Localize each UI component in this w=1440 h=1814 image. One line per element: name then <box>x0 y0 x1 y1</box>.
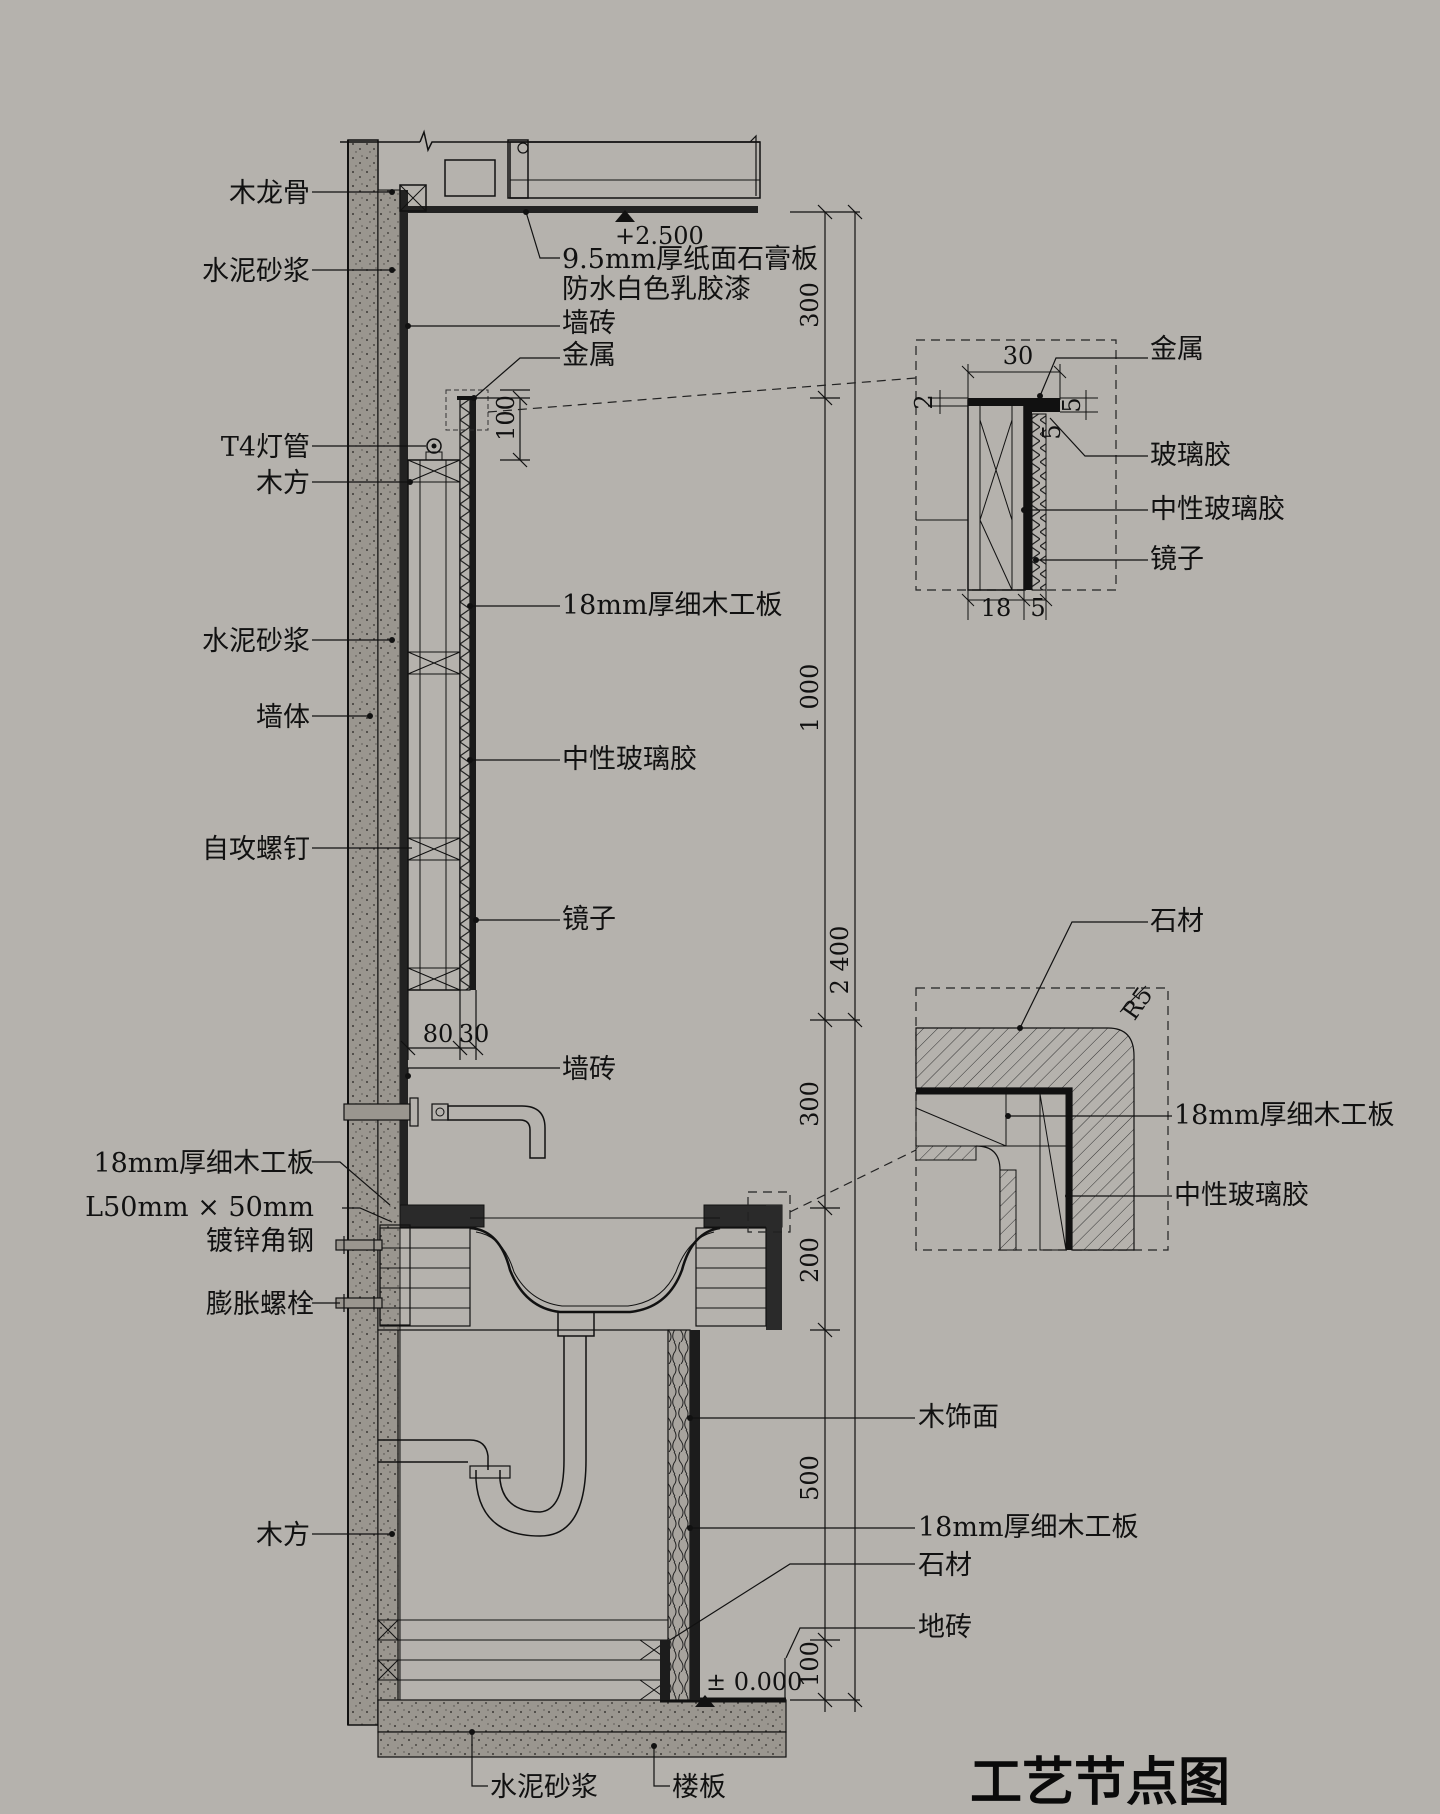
dimension-texts: +2.500 ± 0.000 300 1 000 2 400 300 200 5… <box>423 222 1159 1696</box>
label-detail-neutral-glue-2: 中性玻璃胶 <box>1174 1180 1309 1211</box>
dim-detail-5a: 5 <box>1058 397 1086 412</box>
middle-labels: 9.5mm厚纸面石膏板 防水白色乳胶漆 墙砖 金属 18mm厚细木工板 中性玻璃… <box>490 244 1139 1803</box>
dim-80: 80 <box>423 1020 454 1048</box>
elevation-top: +2.500 <box>615 222 704 250</box>
detail-labels: 金属 玻璃胶 中性玻璃胶 镜子 石材 18mm厚细木工板 中性玻璃胶 <box>1150 334 1395 1211</box>
dimension-lines <box>400 204 863 1712</box>
elevation-markers <box>615 210 786 1707</box>
elevation-floor: ± 0.000 <box>706 1668 802 1696</box>
label-floor-slab: 楼板 <box>672 1772 726 1803</box>
label-detail-board-18: 18mm厚细木工板 <box>1174 1100 1395 1131</box>
cabinet <box>377 1329 700 1701</box>
label-cement-mortar-mid: 水泥砂浆 <box>202 626 310 657</box>
label-wood-batten-top: 木方 <box>256 468 310 499</box>
leaders-middle <box>407 211 915 1787</box>
label-detail-neutral-glue: 中性玻璃胶 <box>1150 494 1285 525</box>
faucet <box>343 1097 546 1159</box>
label-expansion-bolt: 膨胀螺栓 <box>206 1289 314 1320</box>
dim-500: 500 <box>796 1455 824 1501</box>
page-title: 工艺节点图 <box>970 1753 1230 1810</box>
label-board-18-mirror: 18mm厚细木工板 <box>562 590 783 621</box>
label-wood-veneer: 木饰面 <box>918 1402 999 1433</box>
label-neutral-glue: 中性玻璃胶 <box>562 744 697 775</box>
dim-detail-30: 30 <box>1003 342 1034 370</box>
leader-dots-middle <box>405 209 693 1749</box>
ceiling <box>340 129 761 213</box>
callout-connectors <box>487 377 917 1233</box>
label-wall-tile-bottom: 墙砖 <box>562 1054 616 1085</box>
dim-1000: 1 000 <box>796 664 824 733</box>
dim-200: 200 <box>796 1237 824 1283</box>
label-cement-mortar-top: 水泥砂浆 <box>202 256 310 287</box>
dim-300-mid: 300 <box>796 1081 824 1127</box>
basin <box>469 1217 721 1337</box>
label-floor-tile: 地砖 <box>918 1612 972 1643</box>
label-angle-steel: 镀锌角钢 <box>206 1226 314 1257</box>
dim-detail-5b: 5 <box>1038 424 1066 439</box>
countertop <box>379 1204 783 1330</box>
label-cement-mortar-floor: 水泥砂浆 <box>490 1772 598 1803</box>
leaders-left <box>312 191 426 1535</box>
drain-pipe <box>378 1336 587 1537</box>
dim-300-top: 300 <box>796 282 824 328</box>
label-stone: 石材 <box>918 1550 972 1581</box>
label-gypsum-board: 9.5mm厚纸面石膏板 <box>562 244 818 275</box>
dim-100-mirror: 100 <box>492 395 520 441</box>
mirror-assembly <box>407 389 489 991</box>
label-wood-batten-bottom: 木方 <box>256 1520 310 1551</box>
left-labels: 木龙骨 水泥砂浆 T4灯管 木方 水泥砂浆 墙体 自攻螺钉 18mm厚细木工板 … <box>85 178 314 1551</box>
label-t4-lamp: T4灯管 <box>221 432 310 463</box>
label-latex-paint: 防水白色乳胶漆 <box>562 274 751 305</box>
floor-slab <box>377 1697 787 1758</box>
label-detail-stone: 石材 <box>1150 906 1204 937</box>
label-detail-metal: 金属 <box>1150 334 1204 365</box>
label-metal: 金属 <box>562 340 616 371</box>
leader-dots-left <box>367 189 413 1537</box>
dim-detail-r5: R5 <box>1116 982 1158 1025</box>
dim-100-bottom: 100 <box>796 1641 824 1687</box>
label-tapping-screw: 自攻螺钉 <box>202 834 310 865</box>
label-wood-keel: 木龙骨 <box>229 178 310 209</box>
label-detail-mirror: 镜子 <box>1150 544 1204 575</box>
dim-detail-5c: 5 <box>1030 594 1045 622</box>
dim-30: 30 <box>459 1020 490 1048</box>
label-mirror: 镜子 <box>562 904 616 935</box>
label-board-18-cabinet: 18mm厚细木工板 <box>918 1512 1139 1543</box>
label-board-18-left: 18mm厚细木工板 <box>93 1148 314 1179</box>
detail-mirror-top <box>915 339 1148 620</box>
label-angle-steel-size: L50mm × 50mm <box>85 1192 314 1223</box>
detail-counter-edge <box>915 921 1172 1251</box>
dim-detail-18: 18 <box>981 594 1012 622</box>
label-wall-tile-top: 墙砖 <box>562 308 616 339</box>
wall-body <box>347 139 408 1726</box>
dim-detail-2: 2 <box>910 394 938 409</box>
label-detail-glass-glue: 玻璃胶 <box>1150 440 1231 471</box>
label-wall: 墙体 <box>256 702 310 733</box>
dim-2400: 2 400 <box>826 926 854 995</box>
